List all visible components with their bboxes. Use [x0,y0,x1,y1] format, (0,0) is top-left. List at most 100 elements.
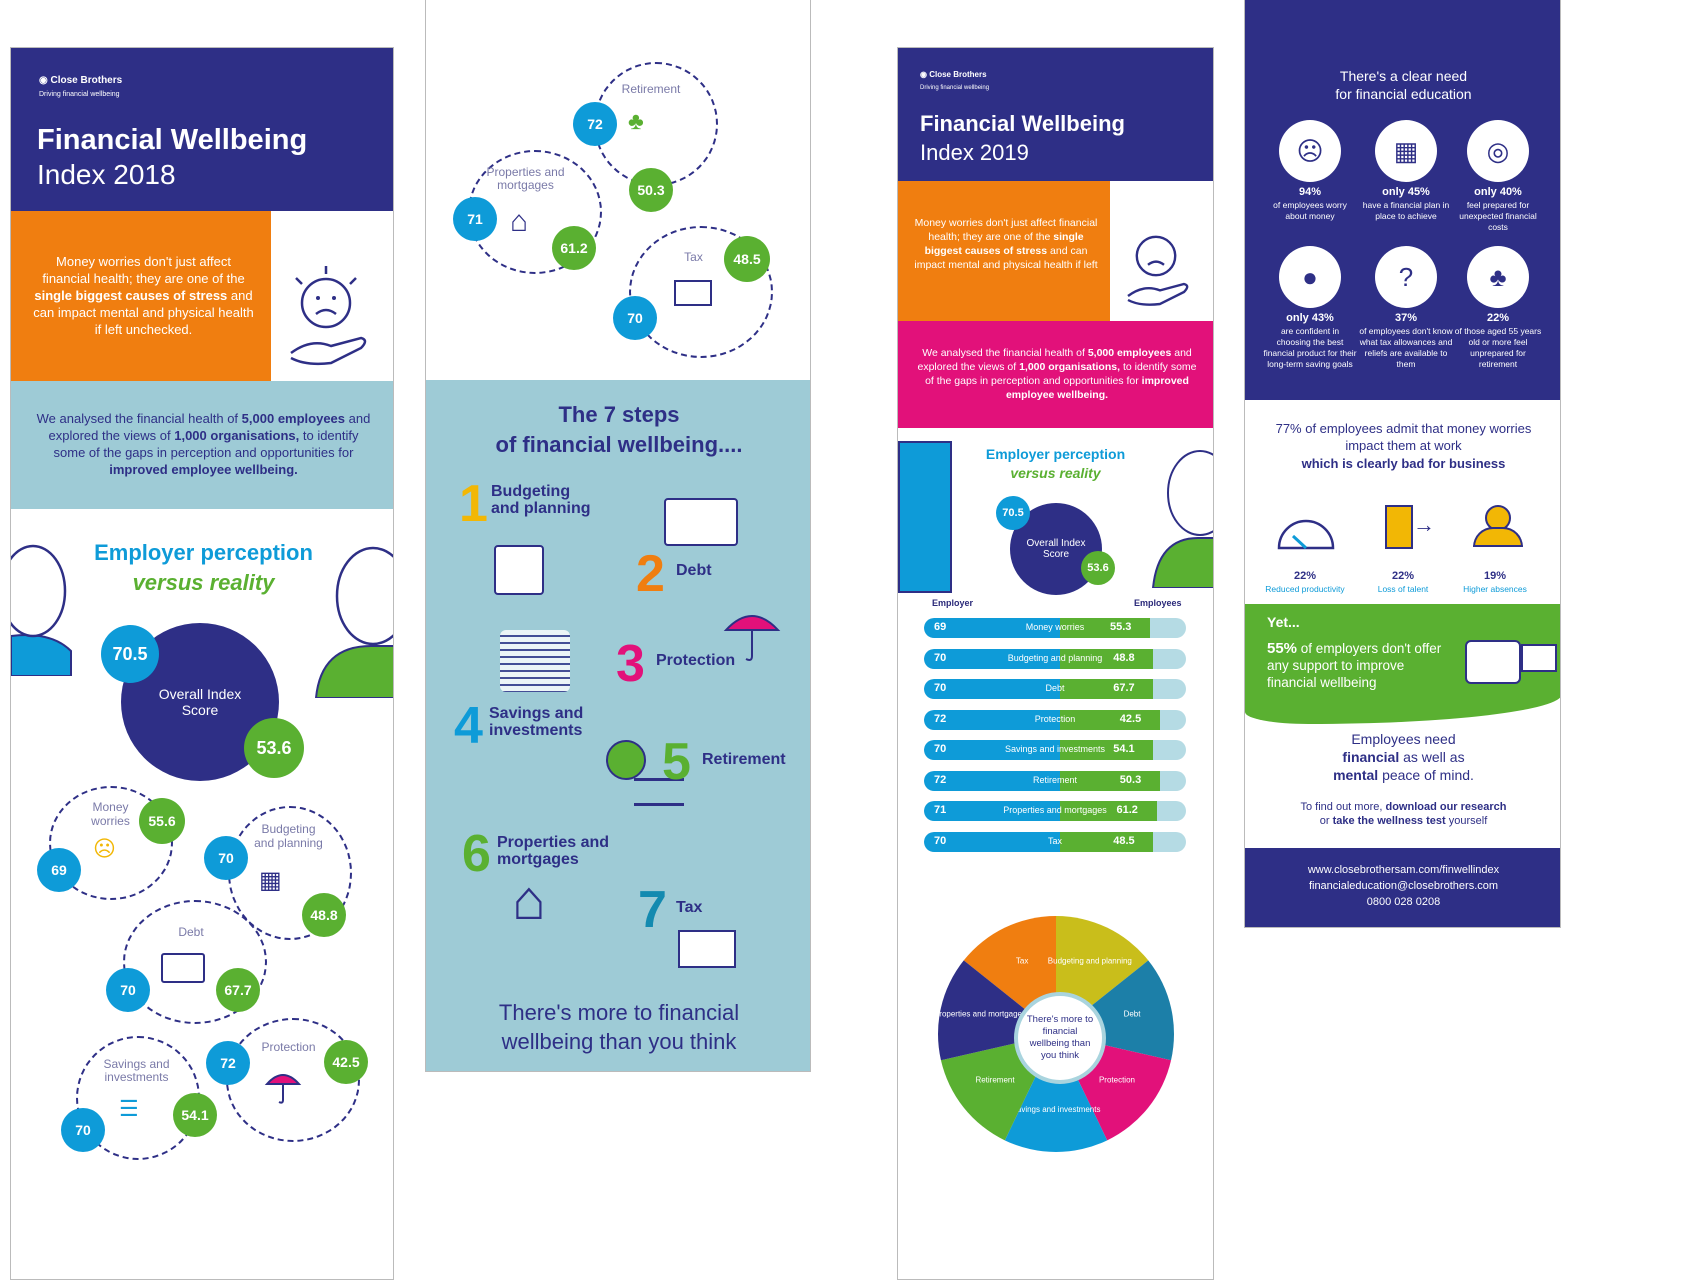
budgeting-employee: 48.8 [302,893,346,937]
comparison-bar: 70 Savings and investments 54.1 [924,740,1186,760]
retirement-employer: 72 [573,102,617,146]
support-text: 55% of employers don't offer any support… [1267,640,1442,690]
impact-label: Higher absences [1463,584,1527,594]
umbrella-icon [264,1074,302,1104]
impact-label: Reduced productivity [1265,584,1345,594]
tree-bench-icon: ♣ [628,108,644,135]
impact-percent: 19% [1483,570,1507,582]
wheel-label: Protection [1099,1076,1135,1085]
impact-percent: 22% [1293,570,1317,582]
thumbs-down-icon [1465,640,1557,700]
tagline-2019: Driving financial wellbeing [920,85,990,91]
employee-value: 61.2 [1116,804,1138,816]
tax-ring [629,226,773,358]
category-label: Protection [1034,713,1076,724]
overall-employer-score: 70.5 [101,625,159,683]
step-5-label: Retirement [702,751,786,768]
employer-value: 70 [934,834,947,847]
perception-title: Employer perception [94,540,313,565]
money-worries-employer: 69 [37,848,81,892]
step-1-number: 1 [459,475,488,533]
category-label: Savings and investments [1004,744,1106,754]
stat-percent: only 45% [1382,186,1430,198]
impact-label: Loss of talent [1377,584,1429,594]
house-icon: ⌂ [510,205,529,238]
stat-text: are confident in choosing the best finan… [1263,326,1357,369]
analysis-block [11,381,393,509]
yet-label: Yet... [1267,614,1300,630]
impact-percent: 22% [1391,570,1415,582]
wheel-center: There's more to financial wellbeing than… [1014,992,1106,1084]
employer-avatar-icon [11,544,72,676]
category-label: Tax [1047,835,1062,846]
bench-icon [634,778,684,806]
employer-column-header: Employer [932,598,974,608]
stat-percent: only 40% [1474,186,1522,198]
overall-employee-score-2019: 53.6 [1081,551,1115,585]
stat-text: of employees don't know what tax allowan… [1359,326,1453,369]
panel-education: There's a clear need for financial educa… [1244,0,1561,928]
step-3-label: Protection [656,652,736,669]
money-worries-employee: 55.6 [139,798,185,844]
credit-card-icon [161,953,205,983]
arrow-right-icon: → [1413,512,1435,537]
tax-cash-icon [678,930,736,968]
stat-text: have a financial plan in place to achiev… [1362,200,1450,221]
coins-icon: ☰ [119,1096,139,1121]
step-2-number: 2 [636,545,665,603]
step-7-number: 7 [638,881,667,939]
website-link[interactable]: www.closebrothersam.com/finwellindex [1307,864,1500,876]
page-title-2019: Financial Wellbeing [920,111,1125,136]
stat-icon: ● [1279,246,1341,308]
budgeting-label: Budgeting and planning [254,822,323,850]
overall-employee-score: 53.6 [244,718,304,778]
debt-employer: 70 [106,968,150,1012]
property-house-icon: ⌂ [512,868,546,931]
wheel-label: Savings and investments [1012,1105,1101,1114]
steps-block [426,380,810,1071]
properties-label: Properties and mortgages [486,165,565,192]
stat-icon: ▦ [1375,120,1437,182]
protection-label: Protection [261,1040,316,1054]
tax-employer: 70 [613,296,657,340]
worried-hand-icon: ☹ [93,836,116,861]
protection-employer: 72 [206,1041,250,1085]
employer-value: 71 [934,804,947,816]
retirement-label: Retirement [621,82,681,96]
employee-avatar-icon [314,546,393,698]
money-worries-ring [49,786,173,900]
debt-ring [123,900,267,1024]
panel-2018: ◉ Close Brothers Driving financial wellb… [10,47,394,1280]
employer-value: 70 [934,743,947,755]
category-label: Money worries [1025,622,1085,632]
panel-steps: Retirement ♣ 72 50.3 Properties and mort… [425,0,811,1072]
perception-subtitle-2019: versus reality [1010,465,1101,481]
contact-block [1245,848,1560,927]
employee-value: 67.7 [1113,682,1135,694]
need-subtitle: for financial education [1335,86,1472,102]
office-building-icon [898,441,952,593]
analysis-text-2019: We analysed the financial health of 5,00… [917,347,1197,401]
page-title: Financial Wellbeing [37,124,308,156]
step-2-label: Debt [676,562,712,579]
header-2019: ◉ Close Brothers Driving financial wellb… [898,48,1213,181]
tax-money-icon [674,280,712,306]
employer-value: 70 [934,682,947,694]
step-6-number: 6 [462,825,491,883]
money-worries-label: Money worries [91,800,130,828]
category-label: Retirement [1032,774,1077,785]
properties-employer: 71 [453,197,497,241]
steps-title: The 7 steps [558,402,680,427]
step-3-number: 3 [616,635,645,693]
category-label: Debt [1045,683,1065,693]
protection-umbrella-icon [723,615,781,661]
budget-calculator-icon [494,545,544,595]
perception-subtitle: versus reality [132,570,275,595]
employee-value: 54.1 [1113,743,1135,755]
gauge-icon [1277,519,1335,550]
email-link[interactable]: financialeducation@closebrothers.com [1308,880,1499,892]
